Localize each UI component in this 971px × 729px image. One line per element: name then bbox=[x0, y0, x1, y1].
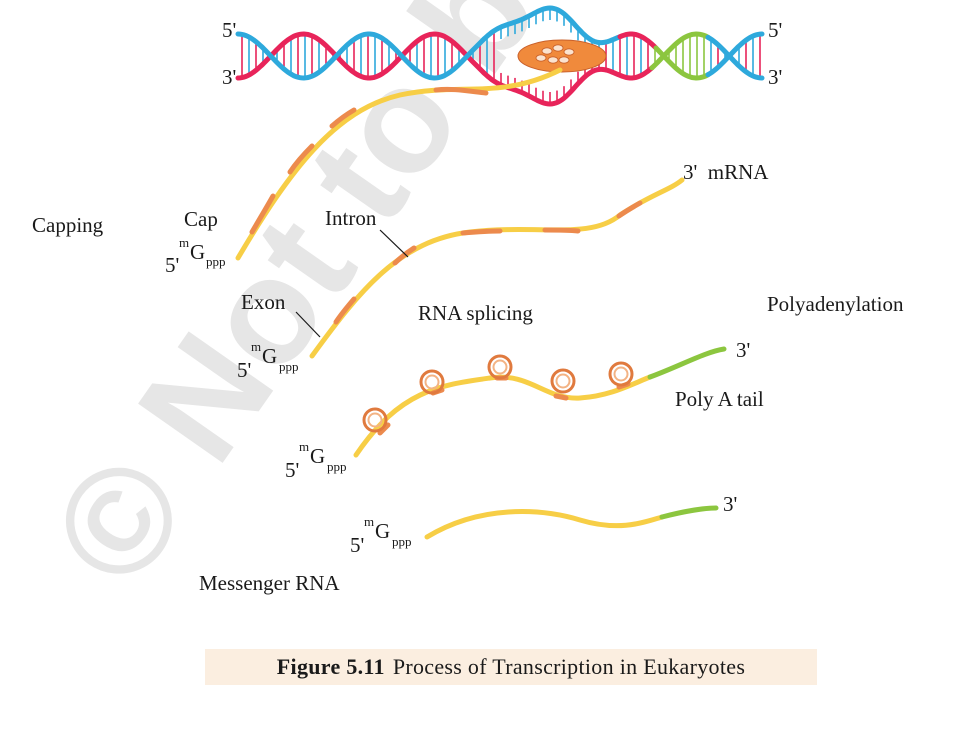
cap-group-3: 5' m G ppp bbox=[285, 439, 347, 482]
spliced-transcript bbox=[353, 374, 653, 458]
polymerase-nucleotides bbox=[535, 44, 575, 64]
intron-lariats bbox=[362, 354, 634, 433]
dna-template-strand bbox=[235, 31, 655, 107]
three-prime-end-3: 3' bbox=[736, 338, 750, 362]
capped-transcript bbox=[309, 177, 685, 359]
dna-coding-strand bbox=[235, 5, 623, 81]
cap-m-2: m bbox=[251, 339, 261, 354]
lariat-4 bbox=[550, 368, 576, 394]
poly-a-tail-1 bbox=[647, 346, 727, 380]
five-prime-3: 5' bbox=[285, 458, 299, 482]
five-prime-1: 5' bbox=[165, 253, 179, 277]
label-rna-splicing: RNA splicing bbox=[418, 301, 533, 325]
poly-a-tail-2 bbox=[659, 505, 719, 520]
cap-group-4: 5' m G ppp bbox=[350, 514, 412, 557]
cap-g-4: G bbox=[375, 519, 390, 543]
three-prime-end-4: 3' bbox=[723, 492, 737, 516]
lariat-1 bbox=[362, 407, 388, 433]
label-messenger-rna: Messenger RNA bbox=[199, 571, 340, 595]
cap-group-2: 5' m G ppp bbox=[237, 339, 299, 382]
dna-template-strand-gene bbox=[649, 31, 711, 71]
cap-m-4: m bbox=[364, 514, 374, 529]
lariat-3 bbox=[487, 354, 513, 380]
figure-caption-text: Process of Transcription in Eukaryotes bbox=[392, 654, 746, 679]
dna-right-5prime: 5' bbox=[768, 18, 782, 42]
label-capping: Capping bbox=[32, 213, 104, 237]
label-cap: Cap bbox=[184, 207, 218, 231]
dna-left-5prime: 5' bbox=[222, 18, 236, 42]
dna-coding-strand-mid bbox=[617, 31, 659, 51]
five-prime-2: 5' bbox=[237, 358, 251, 382]
cap-ppp-1: ppp bbox=[206, 254, 226, 269]
five-prime-4: 5' bbox=[350, 533, 364, 557]
cap-g-1: G bbox=[190, 240, 205, 264]
cap-ppp-3: ppp bbox=[327, 459, 347, 474]
label-exon: Exon bbox=[241, 290, 286, 314]
leader-lines bbox=[295, 229, 409, 338]
primary-transcript bbox=[235, 67, 563, 261]
primary-transcript-introns bbox=[249, 86, 489, 235]
cap-ppp-2: ppp bbox=[279, 359, 299, 374]
cap-ppp-4: ppp bbox=[392, 534, 412, 549]
exon-leader-line bbox=[295, 311, 321, 338]
figure-caption: Figure 5.11 Process of Transcription in … bbox=[205, 649, 817, 685]
label-poly-a-tail: Poly A tail bbox=[675, 387, 764, 411]
label-mrna-3prime: 3' mRNA bbox=[683, 160, 769, 184]
mature-mrna bbox=[424, 509, 665, 540]
dna-coding-strand-end bbox=[705, 31, 765, 78]
cap-g-3: G bbox=[310, 444, 325, 468]
dna-left-3prime: 3' bbox=[222, 65, 236, 89]
polymerase-body bbox=[517, 39, 607, 73]
splice-junctions bbox=[377, 375, 631, 436]
rna-strands bbox=[235, 67, 727, 540]
lariat-2 bbox=[419, 369, 445, 395]
label-polyadenylation: Polyadenylation bbox=[767, 292, 904, 316]
dna-coding-strand-gene bbox=[653, 45, 711, 81]
cap-m-3: m bbox=[299, 439, 309, 454]
dna-double-helix bbox=[235, 5, 765, 107]
figure-number: Figure 5.11 bbox=[276, 654, 385, 679]
dna-right-3prime: 3' bbox=[768, 65, 782, 89]
cap-m-1: m bbox=[179, 235, 189, 250]
cap-group-1: 5' m G ppp bbox=[165, 235, 226, 277]
rna-polymerase bbox=[517, 39, 607, 73]
dna-template-strand-end bbox=[705, 34, 765, 81]
lariat-5 bbox=[608, 361, 634, 387]
cap-g-2: G bbox=[262, 344, 277, 368]
label-intron: Intron bbox=[325, 206, 377, 230]
intron-leader-line bbox=[379, 229, 409, 258]
